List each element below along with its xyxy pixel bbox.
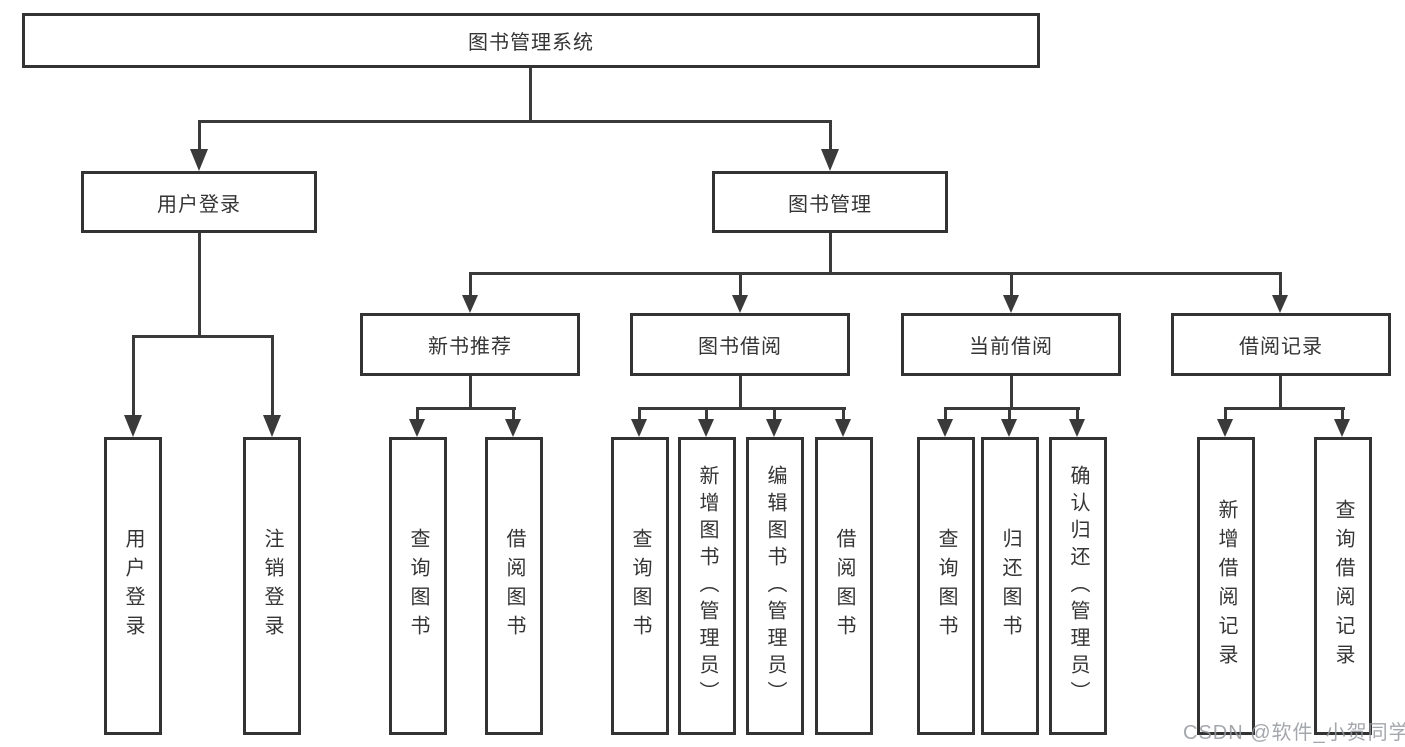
node-root: 图书管理系统 — [22, 13, 1040, 68]
connector-user-login-split — [132, 335, 274, 338]
node-book-management: 图书管理 — [712, 171, 948, 233]
leaf-query-book-3-label: 查询图书 — [935, 528, 957, 644]
arrowhead-borrow-records — [1272, 295, 1288, 313]
connector-drop-current-borrow — [1010, 272, 1013, 298]
leaf-query-borrow-record-label: 查询借阅记录 — [1332, 499, 1354, 673]
node-book-borrow-label: 图书借阅 — [698, 336, 782, 358]
connector-drop-leaf-logout — [271, 335, 274, 421]
node-new-book-recommend-label: 新书推荐 — [428, 336, 512, 358]
csdn-watermark: CSDN @软件_小贺同学 — [1183, 722, 1405, 744]
node-user-login-label: 用户登录 — [157, 193, 241, 216]
arrowhead-query-book-3 — [937, 419, 953, 437]
leaf-logout: 注销登录 — [243, 437, 301, 735]
connector-drop-query-book-1 — [416, 407, 419, 423]
leaf-add-borrow-record: 新增借阅记录 — [1197, 437, 1255, 735]
leaf-edit-book-admin: 编辑图书（管理员） — [746, 437, 804, 735]
arrowhead-leaf-user-login — [124, 415, 142, 437]
connector-new-book-recommend-split — [416, 407, 516, 410]
arrowhead-borrow-book-2 — [835, 419, 851, 437]
leaf-query-borrow-record: 查询借阅记录 — [1314, 437, 1372, 735]
connector-borrow-records-trunk — [1279, 376, 1282, 409]
node-borrow-records: 借阅记录 — [1171, 313, 1391, 376]
leaf-user-login-label: 用户登录 — [122, 528, 144, 644]
node-borrow-records-label: 借阅记录 — [1239, 336, 1323, 358]
leaf-borrow-book-2: 借阅图书 — [815, 437, 873, 735]
connector-level3-bus — [469, 272, 1282, 275]
arrowhead-query-book-2 — [631, 419, 647, 437]
leaf-return-book-label: 归还图书 — [999, 528, 1021, 644]
connector-drop-leaf-user-login — [132, 335, 135, 421]
connector-current-borrow-trunk — [1010, 376, 1013, 409]
node-book-borrow: 图书借阅 — [630, 313, 850, 376]
arrowhead-query-book-1 — [409, 419, 425, 437]
connector-drop-query-book-3 — [944, 407, 947, 423]
node-root-label: 图书管理系统 — [468, 32, 594, 54]
arrowhead-add-book — [698, 419, 714, 437]
node-new-book-recommend: 新书推荐 — [360, 313, 580, 376]
node-current-borrow: 当前借阅 — [901, 313, 1121, 376]
arrowhead-borrow-book-1 — [505, 419, 521, 437]
connector-new-book-recommend-trunk — [469, 376, 472, 409]
connector-book-borrow-trunk — [739, 376, 742, 409]
node-user-login: 用户登录 — [81, 171, 317, 233]
leaf-query-book-1: 查询图书 — [389, 437, 447, 735]
leaf-query-book-2-label: 查询图书 — [629, 528, 651, 644]
leaf-edit-book-admin-label: 编辑图书（管理员） — [764, 464, 786, 708]
connector-drop-book-management — [829, 120, 832, 152]
leaf-user-login: 用户登录 — [104, 437, 162, 735]
leaf-borrow-book-2-label: 借阅图书 — [833, 528, 855, 644]
leaf-confirm-return-admin-label: 确认归还（管理员） — [1067, 464, 1089, 708]
leaf-borrow-book-1-label: 借阅图书 — [503, 528, 525, 644]
connector-drop-new-book-recommend — [469, 272, 472, 298]
connector-drop-query-book-2 — [638, 407, 641, 423]
connector-drop-return-book — [1008, 407, 1011, 423]
connector-user-login-trunk — [198, 233, 201, 337]
arrowhead-book-borrow — [732, 295, 748, 313]
leaf-add-borrow-record-label: 新增借阅记录 — [1215, 499, 1237, 673]
leaf-add-book-admin-label: 新增图书（管理员） — [696, 464, 718, 708]
connector-current-borrow-split — [944, 407, 1080, 410]
leaf-query-book-1-label: 查询图书 — [407, 528, 429, 644]
leaf-borrow-book-1: 借阅图书 — [485, 437, 543, 735]
connector-drop-edit-book — [773, 407, 776, 423]
arrowhead-return-book — [1001, 419, 1017, 437]
node-current-borrow-label: 当前借阅 — [969, 336, 1053, 358]
arrowhead-current-borrow — [1003, 295, 1019, 313]
connector-drop-add-book — [705, 407, 708, 423]
connector-borrow-records-split — [1224, 407, 1345, 410]
arrowhead-leaf-logout — [263, 415, 281, 437]
connector-root-trunk — [529, 68, 532, 123]
connector-drop-add-borrow-record — [1224, 407, 1227, 423]
leaf-return-book: 归还图书 — [981, 437, 1039, 735]
leaf-confirm-return-admin: 确认归还（管理员） — [1049, 437, 1107, 735]
leaf-query-book-2: 查询图书 — [611, 437, 669, 735]
connector-book-management-trunk — [829, 233, 832, 275]
arrowhead-user-login — [190, 149, 208, 171]
connector-drop-borrow-book-1 — [512, 407, 515, 423]
connector-drop-borrow-records — [1279, 272, 1282, 298]
arrowhead-query-borrow-record — [1334, 419, 1350, 437]
leaf-add-book-admin: 新增图书（管理员） — [678, 437, 736, 735]
arrowhead-edit-book — [766, 419, 782, 437]
connector-drop-borrow-book-2 — [842, 407, 845, 423]
leaf-logout-label: 注销登录 — [261, 528, 283, 644]
arrowhead-book-management — [821, 149, 839, 171]
arrowhead-confirm-return — [1069, 419, 1085, 437]
arrowhead-add-borrow-record — [1217, 419, 1233, 437]
leaf-query-book-3: 查询图书 — [917, 437, 975, 735]
connector-drop-confirm-return — [1076, 407, 1079, 423]
connector-drop-user-login — [198, 120, 201, 152]
connector-drop-query-borrow-record — [1341, 407, 1344, 423]
arrowhead-new-book-recommend — [462, 295, 478, 313]
connector-root-split — [198, 120, 832, 123]
node-book-management-label: 图书管理 — [788, 193, 872, 216]
connector-book-borrow-split — [638, 407, 846, 410]
connector-drop-book-borrow — [739, 272, 742, 298]
